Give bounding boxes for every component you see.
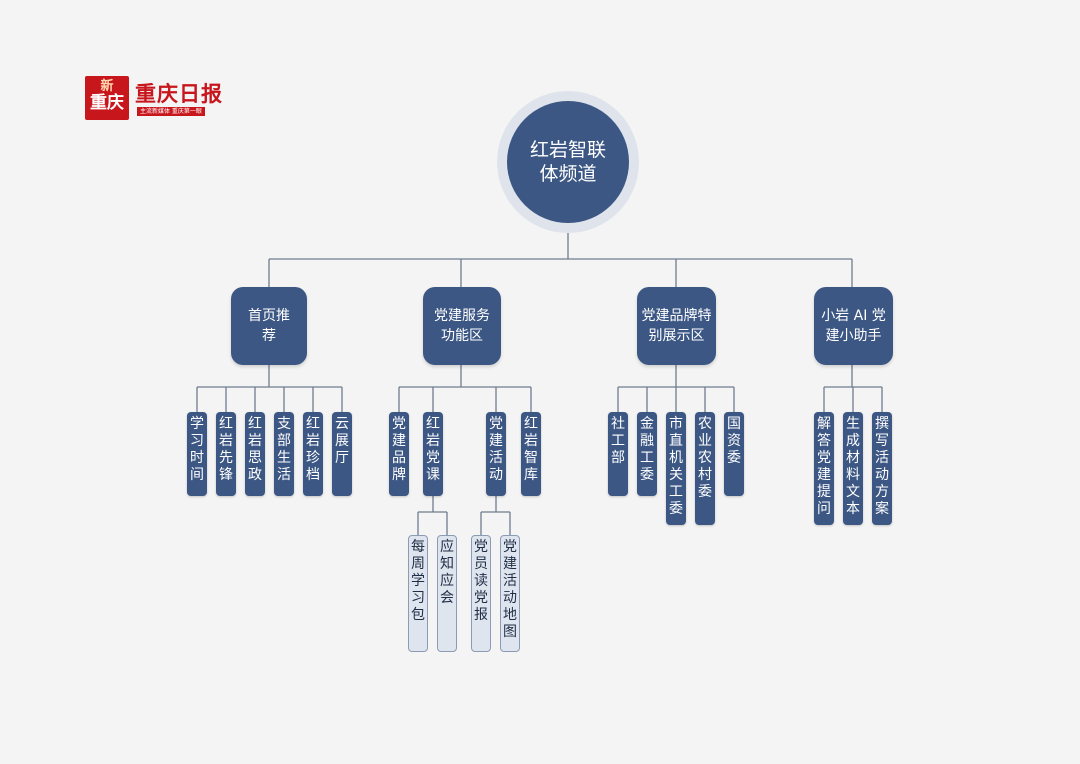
chongqing-daily-logo: 新 重庆 重庆日报 主流新媒体 重庆第一眼 <box>85 76 227 120</box>
section-label: 党建服务功能区 <box>434 308 490 344</box>
logo-badge: 新 重庆 <box>85 76 129 120</box>
section-homepage-recommend: 首页推荐 <box>231 287 307 365</box>
node-party-brand: 党建品牌 <box>389 412 409 496</box>
node-members-read-paper: 党员读党报 <box>471 535 491 652</box>
node-hongyan-party-class: 红岩党课 <box>423 412 443 496</box>
logo-name: 重庆日报 <box>135 81 223 106</box>
node-cloud-exhibition: 云展厅 <box>332 412 352 496</box>
root-node-label: 红岩智联体频道 <box>529 139 606 185</box>
node-finance-work-committee: 金融工委 <box>637 412 657 496</box>
logo-mark-bottom: 重庆 <box>90 93 124 113</box>
section-xiaoyan-ai-assistant: 小岩 AI 党建小助手 <box>814 287 893 365</box>
logo-slogan: 主流新媒体 重庆第一眼 <box>137 107 205 116</box>
node-study-time: 学习时间 <box>187 412 207 496</box>
node-hongyan-ideology: 红岩思政 <box>245 412 265 496</box>
node-social-work-dept: 社工部 <box>608 412 628 496</box>
node-hongyan-vanguard: 红岩先锋 <box>216 412 236 496</box>
node-write-activity-plan: 撰写活动方案 <box>872 412 892 525</box>
node-branch-life: 支部生活 <box>274 412 294 496</box>
node-activity-map: 党建活动地图 <box>500 535 520 652</box>
section-party-brand-showcase: 党建品牌特别展示区 <box>637 287 716 365</box>
root-node: 红岩智联体频道 <box>507 101 629 223</box>
logo-mark-top: 新 <box>100 79 114 94</box>
node-state-assets-committee: 国资委 <box>724 412 744 496</box>
node-generate-materials: 生成材料文本 <box>843 412 863 525</box>
node-hongyan-think-tank: 红岩智库 <box>521 412 541 496</box>
section-label: 党建品牌特别展示区 <box>641 308 712 344</box>
node-hongyan-archives: 红岩珍档 <box>303 412 323 496</box>
node-municipal-organs-committee: 市直机关工委 <box>666 412 686 525</box>
node-must-know: 应知应会 <box>437 535 457 652</box>
node-agriculture-rural-committee: 农业农村委 <box>695 412 715 525</box>
section-label: 首页推荐 <box>248 308 290 344</box>
node-answer-questions: 解答党建提问 <box>814 412 834 525</box>
node-party-activities: 党建活动 <box>486 412 506 496</box>
node-weekly-study-pack: 每周学习包 <box>408 535 428 652</box>
section-party-service: 党建服务功能区 <box>423 287 501 365</box>
section-label: 小岩 AI 党建小助手 <box>821 308 886 344</box>
